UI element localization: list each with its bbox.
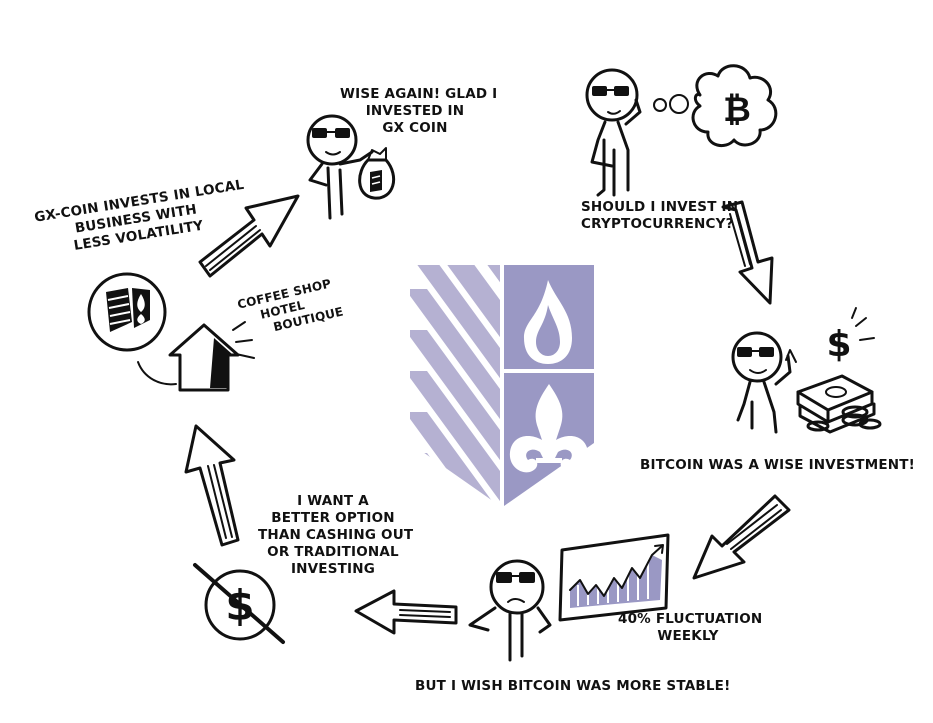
- stable-caption: BUT I WISH BITCOIN WAS MORE STABLE!: [415, 678, 731, 694]
- fluctuation-caption: 40% FLUCTUATION WEEKLY: [618, 611, 763, 644]
- question-caption: SHOULD I INVEST IN CRYPTOCURRENCY?: [581, 199, 739, 232]
- svg-text:$: $: [826, 324, 851, 365]
- wise-caption: BITCOIN WAS A WISE INVESTMENT!: [640, 457, 916, 473]
- wise-again-caption: WISE AGAIN! GLAD I INVESTED IN GX COIN: [340, 86, 498, 136]
- better-option-caption: I WANT A BETTER OPTION THAN CASHING OUT …: [258, 493, 414, 577]
- fleur-de-lis-emblem: [509, 384, 589, 473]
- svg-text:₿: ₿: [723, 90, 751, 130]
